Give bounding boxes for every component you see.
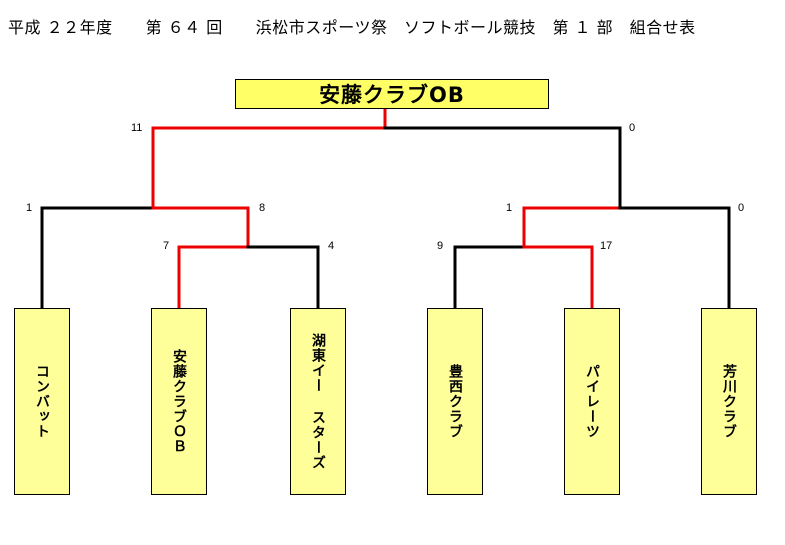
team-name: コンバット [34,364,50,439]
score-semi-left-inner: 8 [259,202,266,214]
champion-name: 安藤クラブOB [319,83,465,107]
score-semi-right-outer: 0 [738,202,745,214]
team-name: 安藤クラブＯＢ [171,349,187,454]
final-line-right [383,126,622,210]
qf-left-line-a [177,245,250,310]
semi-right-line-outer [618,206,731,310]
semi-right-line-inner [522,206,622,249]
final-line-left [151,108,387,210]
team-box-2: 安藤クラブＯＢ [151,308,207,495]
qf-right-line-a [453,245,526,310]
semi-left-line-inner [151,206,250,249]
score-semi-right-inner: 1 [506,202,513,214]
score-qf-left-a: 7 [163,240,170,252]
champion-box: 安藤クラブOB [235,79,549,109]
page-title: 平成 ２２年度 第 ６４ 回 浜松市スポーツ祭 ソフトボール競技 第 １ 部 組… [8,18,696,37]
team-name: 芳川クラブ [721,364,737,439]
team-name: パイレーツ [584,364,600,439]
score-semi-left-outer: 1 [26,202,33,214]
team-box-5: パイレーツ [564,308,620,495]
team-name: 豊西クラブ [447,364,463,439]
score-qf-left-b: 4 [328,240,335,252]
score-qf-right-b: 17 [600,240,613,252]
qf-left-line-b [246,245,320,310]
team-name: 湖東イー スターズ [310,333,326,470]
semi-left-line-outer [40,206,155,310]
team-box-1: コンバット [14,308,70,495]
score-final-left: 11 [131,122,143,134]
team-box-4: 豊西クラブ [427,308,483,495]
team-box-3: 湖東イー スターズ [290,308,346,495]
team-box-6: 芳川クラブ [701,308,757,495]
score-final-right: 0 [629,122,636,134]
qf-right-line-b [522,245,594,310]
score-qf-right-a: 9 [437,240,444,252]
